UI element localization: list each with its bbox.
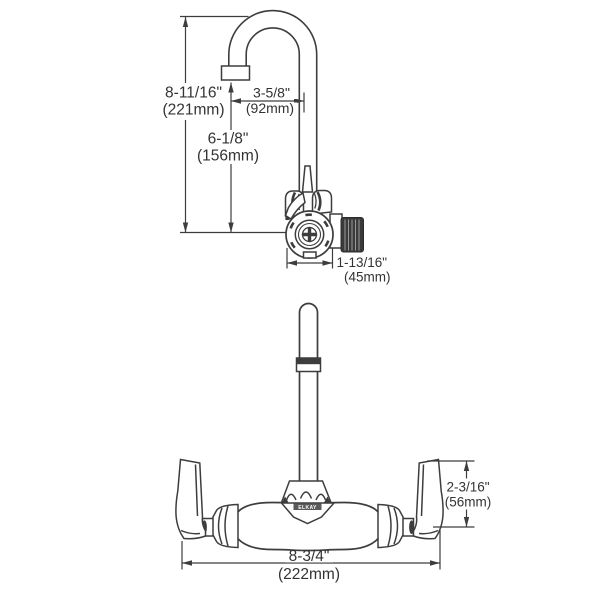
body-width-mm-label: (45mm) — [344, 270, 391, 285]
overall-width-inches-label: 8-3/4" — [289, 548, 330, 565]
lever-handle-side — [284, 191, 306, 221]
dim-spout-reach — [231, 92, 305, 113]
handle-boss-right — [311, 189, 333, 215]
handle-height-inches-label: 2-3/16" — [446, 480, 489, 495]
gooseneck-spout — [228, 9, 318, 193]
handle-hook-right — [316, 191, 322, 212]
handle-hook-right-inner — [313, 193, 317, 209]
handle-height-mm-label: (56mm) — [445, 495, 492, 510]
overall-width-mm-label: (222mm) — [278, 566, 340, 583]
aerator — [220, 65, 251, 81]
body-cap-right — [377, 503, 406, 549]
lever-handle-left — [175, 458, 207, 540]
spout-joint-band — [295, 357, 322, 373]
overall-height-mm-label: (221mm) — [162, 102, 224, 119]
side-view: 8-11/16" (221mm) 6-1/8" (156mm) 3-5/8" (… — [151, 9, 391, 285]
body-cap-left — [210, 503, 239, 549]
body-width-inches-label: 1-13/16" — [337, 255, 388, 270]
outlet-height-inches-label: 6-1/8" — [208, 131, 249, 148]
escutcheon-flange — [285, 210, 334, 259]
overall-height-inches-label: 8-11/16" — [165, 85, 222, 102]
valve-stem — [301, 165, 314, 193]
dim-overall-height — [180, 15, 287, 234]
handle-connector-right — [402, 517, 415, 537]
phillips-screw-icon — [301, 226, 318, 243]
dim-overall-width — [181, 530, 441, 570]
wall-nipple — [340, 217, 364, 253]
dim-body-width — [286, 248, 334, 269]
spout-riser — [298, 302, 319, 481]
brand-label: ELKAY — [298, 505, 317, 511]
spout-mount — [280, 480, 333, 506]
spout-reach-inches-label: 3-5/8" — [253, 85, 290, 101]
outlet-height-mm-label: (156mm) — [197, 148, 259, 165]
brand-badge: ELKAY — [279, 502, 336, 525]
front-view: ELKAY 2-3/16" (56mm) 8-3/4" (222mm) — [175, 302, 496, 583]
spout-reach-mm-label: (92mm) — [246, 100, 294, 116]
